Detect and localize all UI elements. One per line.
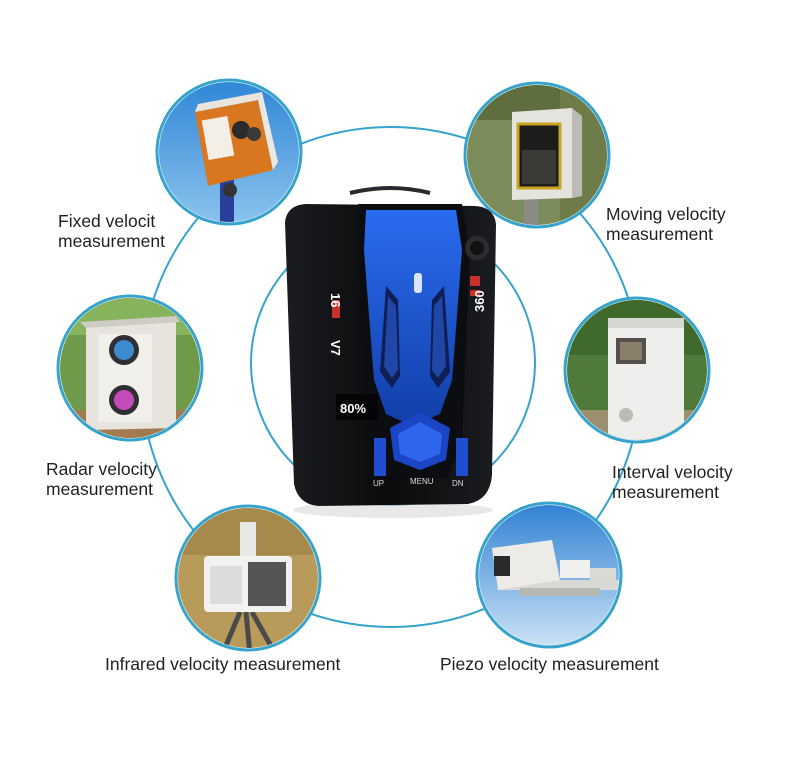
device-button-down: DN xyxy=(452,479,464,488)
label-radar-velocity: Radar velocity measurement xyxy=(46,459,157,499)
tripod-speed-camera-photo xyxy=(174,504,322,652)
overhead-traffic-camera-photo xyxy=(475,501,623,649)
label-interval-velocity: Interval velocity measurement xyxy=(612,462,733,502)
label-line: measurement xyxy=(606,224,713,244)
label-line: Interval velocity xyxy=(612,462,733,482)
device-button-menu: MENU xyxy=(410,477,434,486)
label-line: Infrared velocity measurement xyxy=(105,654,341,674)
device-button-up: UP xyxy=(373,479,384,488)
label-line: measurement xyxy=(612,482,719,502)
device-side-number: 360 xyxy=(472,290,487,312)
device-display xyxy=(336,394,378,420)
radar-sensor-box-photo xyxy=(56,294,204,442)
label-line: Radar velocity xyxy=(46,459,157,479)
label-moving-velocity: Moving velocity measurement xyxy=(606,204,726,244)
label-line: Fixed velocit xyxy=(58,211,156,231)
label-infrared-velocity: Infrared velocity measurement xyxy=(105,654,340,674)
interval-camera-cabinet-photo xyxy=(563,296,711,444)
device-model-version: V7 xyxy=(328,340,343,356)
roadside-speed-camera-photo xyxy=(463,81,611,229)
label-line: measurement xyxy=(58,231,165,251)
label-piezo-velocity: Piezo velocity measurement xyxy=(440,654,659,674)
device-display-value: 80% xyxy=(340,401,366,416)
label-line: measurement xyxy=(46,479,153,499)
radar-detector-device xyxy=(285,186,496,518)
fixed-speed-camera-photo xyxy=(155,78,303,226)
label-fixed-velocity: Fixed velocit measurement xyxy=(58,211,165,251)
label-line: Moving velocity xyxy=(606,204,726,224)
device-model-number: 16 xyxy=(328,293,343,307)
label-line: Piezo velocity measurement xyxy=(440,654,659,674)
